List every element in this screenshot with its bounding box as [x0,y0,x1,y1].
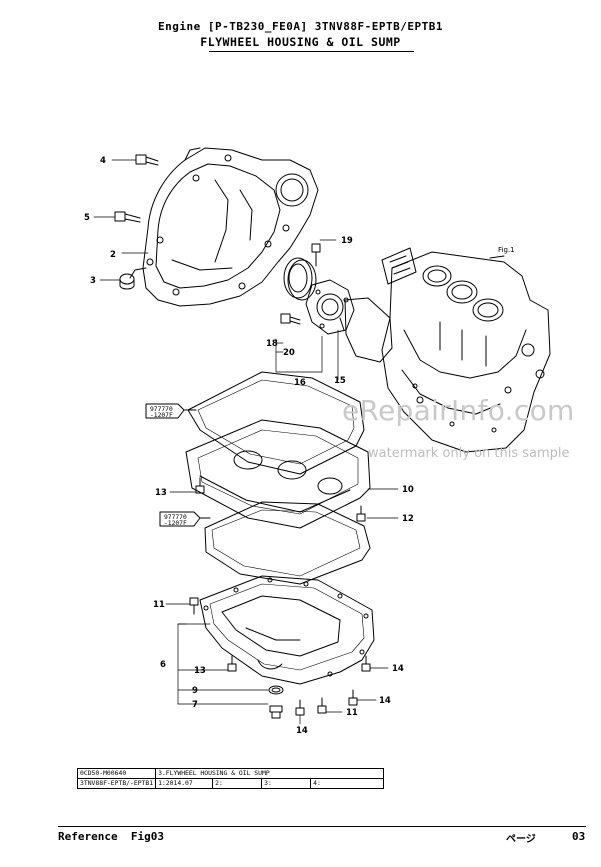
drain-plug-drawing [268,685,284,719]
reference-revision-2: 2: [212,778,263,789]
callout-5: 5 [84,213,90,223]
reference-revision-1: 1:2014.07 [155,778,214,789]
watermark-site: eRepairInfo.com [342,394,575,427]
callout-4: 4 [100,156,106,166]
reference-revision-3: 3: [261,778,312,789]
callout-9: 9 [192,686,198,696]
header-underline [209,51,414,52]
bolt-19-drawing [311,243,321,267]
lower-liquid-gasket-drawing [204,501,371,585]
leader-lines [93,159,399,725]
callout-13-lower: 13 [194,666,206,676]
callout-12: 12 [402,514,414,524]
sealant-tube-upper [145,403,197,419]
callout-2: 2 [110,250,116,260]
reference-model: 3TNV88F-EPTB/-EPTB1 [76,778,157,789]
plug-3-drawing [119,273,135,290]
tube-lower-code-1: 977770 [164,514,187,521]
sealant-tube-lower [159,511,211,527]
callout-13-upper: 13 [155,488,167,498]
bolt-13-upper-drawing [195,477,205,494]
callout-11-upper: 11 [153,600,165,610]
flywheel-housing-drawing [129,147,319,307]
reference-table-row: 3TNV88F-EPTB/-EPTB1 1:2014.07 2: 3: 4: [76,778,384,789]
stiffener-plate-drawing [185,419,371,529]
bolt-12-drawing [356,505,366,522]
header-section-title: FLYWHEEL HOUSING & OIL SUMP [200,35,401,49]
callout-19: 19 [341,236,353,246]
callout-14-a: 14 [392,664,404,674]
footer-page-number: 03 [572,830,586,843]
seal-retainer-drawing [305,279,355,335]
watermark-notice: watermark only on this sample [368,446,570,461]
callout-15: 15 [334,376,346,386]
reference-section-title: 3.FLYWHEEL HOUSING & OIL SUMP [155,768,384,779]
bolt-18-drawing [280,313,301,325]
block-tag-drawing [381,247,417,285]
callout-3: 3 [90,276,96,286]
tube-upper-code-2: -1207F [150,412,173,419]
reference-drawing-no: 0CD50-M00640 [76,768,157,779]
bolt-4-drawing [135,154,159,166]
footer-reference: Reference Fig03 [58,830,164,843]
callout-6: 6 [160,660,166,670]
tube-lower-code-2: -1207F [164,520,187,527]
reference-revision-4: 4: [310,778,384,789]
sump-bolts-drawing [189,597,371,716]
callout-20: 20 [283,348,295,358]
header-engine-line: Engine [P-TB230_FE0A] 3TNV88F-EPTB/EPTB1 [158,20,443,33]
callout-14-c: 14 [296,726,308,736]
reference-table: 0CD50-M00640 3.FLYWHEEL HOUSING & OIL SU… [76,768,384,789]
bolt-5-drawing [114,211,141,223]
callout-16: 16 [294,378,306,388]
cylinder-block-drawing [381,251,551,453]
footer-page-label: ページ [506,834,536,845]
callout-18: 18 [266,339,278,349]
rear-gasket-drawing [344,297,393,363]
callout-7: 7 [192,700,198,710]
reference-table-row: 0CD50-M00640 3.FLYWHEEL HOUSING & OIL SU… [76,768,384,779]
upper-liquid-gasket-drawing [187,371,365,475]
figure-1-label: Fig.1 [498,246,515,254]
callout-14-b: 14 [379,696,391,706]
oil-sump-drawing [199,575,375,685]
oil-seal-drawing [283,257,317,301]
callout-11-lower: 11 [346,708,358,718]
footer-divider [58,826,586,827]
callout-10: 10 [402,485,414,495]
tube-upper-code-1: 977770 [150,406,173,413]
